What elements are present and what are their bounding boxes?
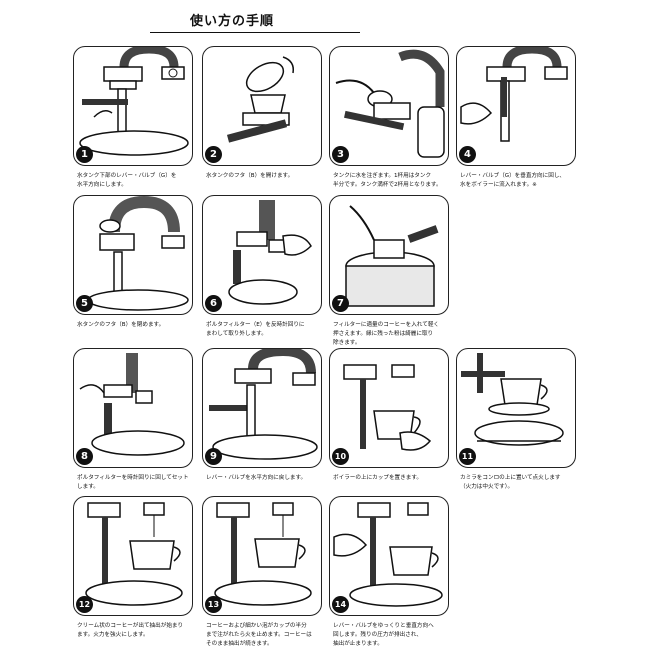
- close-lid-icon: [87, 196, 189, 311]
- machine-lever-horizontal-icon: [79, 47, 189, 156]
- attach-portafilter-icon: [79, 353, 185, 456]
- step-number-badge: 12: [76, 596, 93, 613]
- step-number-badge: 13: [205, 596, 222, 613]
- step-14: 14 レバー・バルブをゆっくりと垂直方向へ 回します。残りの圧力が排出され、 抽…: [329, 496, 449, 647]
- step-3-illustration: 3: [329, 46, 449, 166]
- step-2-caption: 水タンクのフタ（B）を開けます。: [206, 173, 294, 179]
- step-2-illustration: 2: [202, 46, 322, 166]
- step-number-badge: 3: [332, 146, 349, 163]
- step-number-badge: 14: [332, 596, 349, 613]
- step-number-badge: 5: [76, 295, 93, 312]
- step-6: 6 ポルタフィルター（E）を反時計回りに まわして取り外します。: [202, 195, 322, 337]
- step-12-illustration: 12: [73, 496, 193, 616]
- step-1-illustration: 1: [73, 46, 193, 166]
- step-12-caption: クリーム状のコーヒーが出て抽出が始まり ます。火力を強火にします。: [77, 623, 184, 638]
- step-5: 5 水タンクのフタ（B）を閉めます。: [73, 195, 193, 328]
- step-14-caption: レバー・バルブをゆっくりと垂直方向へ 回します。残りの圧力が排出され、 抽出が止…: [333, 623, 434, 647]
- step-number-badge: 9: [205, 448, 222, 465]
- step-11: 11 カミラをコンロの上に置いて点火します （火力は中火です）。: [456, 348, 576, 490]
- step-7: 7 フィルターに適量のコーヒーを入れて軽く 押さえます。縁に残った粉は綺麗に取り…: [329, 195, 449, 346]
- step-9-caption: レバー・バルブを水平方向に戻します。: [206, 475, 307, 481]
- step-5-illustration: 5: [73, 195, 193, 315]
- extraction-start-icon: [85, 502, 183, 606]
- step-8-caption: ポルタフィルターを時計回りに回してセット します。: [77, 475, 189, 490]
- step-4-caption: レバー・バルブ（G）を垂直方向に回し、 水をボイラーに流入れます。※: [460, 173, 566, 188]
- lever-release-icon: [333, 502, 443, 607]
- lever-vertical-icon: [460, 47, 568, 142]
- title-underline: [150, 32, 360, 33]
- open-lid-icon: [226, 56, 295, 143]
- step-5-caption: 水タンクのフタ（B）を閉めます。: [77, 322, 165, 328]
- step-1: 1 水タンク下部のレバー・バルブ（G）を 水平方向にします。: [73, 46, 193, 188]
- step-number-badge: 7: [332, 295, 349, 312]
- step-4-illustration: 4: [456, 46, 576, 166]
- step-number-badge: 1: [76, 146, 93, 163]
- step-number-badge: 4: [459, 146, 476, 163]
- step-13-caption: コーヒーおよび細かい泡がカップの半分 まで注がれたら火を止めます。コーヒーは そ…: [206, 623, 312, 647]
- step-9: 9 レバー・バルブを水平方向に戻します。: [202, 348, 322, 481]
- step-7-illustration: 7: [329, 195, 449, 315]
- step-11-caption: カミラをコンロの上に置いて点火します （火力は中火です）。: [460, 475, 561, 490]
- step-number-badge: 8: [76, 448, 93, 465]
- step-8-illustration: 8: [73, 348, 193, 468]
- step-14-illustration: 14: [329, 496, 449, 616]
- step-10-caption: ボイラーの上にカップを置きます。: [333, 475, 422, 481]
- step-7-caption: フィルターに適量のコーヒーを入れて軽く 押さえます。縁に残った粉は綺麗に取り 除…: [333, 322, 440, 346]
- step-13: 13 コーヒーおよび細かい泡がカップの半分 まで注がれたら火を止めます。コーヒー…: [202, 496, 322, 647]
- step-2: 2 水タンクのフタ（B）を開けます。: [202, 46, 322, 179]
- step-number-badge: 11: [459, 448, 476, 465]
- page-title: 使い方の手順: [190, 14, 275, 29]
- step-3-caption: タンクに水を注ぎます。1杯用はタンク 半分です。タンク満杯で2杯用となります。: [333, 173, 442, 188]
- remove-portafilter-icon: [228, 200, 312, 305]
- step-number-badge: 6: [205, 295, 222, 312]
- step-10: 10 ボイラーの上にカップを置きます。: [329, 348, 449, 481]
- lever-return-icon: [209, 349, 318, 460]
- step-11-illustration: 11: [456, 348, 576, 468]
- step-12: 12 クリーム状のコーヒーが出て抽出が始まり ます。火力を強火にします。: [73, 496, 193, 638]
- step-13-illustration: 13: [202, 496, 322, 616]
- step-number-badge: 10: [332, 448, 349, 465]
- step-3: 3 タンクに水を注ぎます。1杯用はタンク 半分です。タンク満杯で2杯用となります…: [329, 46, 449, 188]
- step-1-caption: 水タンク下部のレバー・バルブ（G）を 水平方向にします。: [77, 173, 177, 188]
- stove-ignite-icon: [461, 353, 564, 446]
- step-number-badge: 2: [205, 146, 222, 163]
- extraction-half-icon: [214, 502, 312, 606]
- step-10-illustration: 10: [329, 348, 449, 468]
- step-9-illustration: 9: [202, 348, 322, 468]
- step-6-caption: ポルタフィルター（E）を反時計回りに まわして取り外します。: [206, 322, 305, 337]
- pour-water-icon: [335, 49, 445, 158]
- place-cup-icon: [343, 364, 432, 451]
- step-8: 8 ポルタフィルターを時計回りに回してセット します。: [73, 348, 193, 490]
- step-6-illustration: 6: [202, 195, 322, 315]
- fill-coffee-icon: [345, 205, 439, 307]
- step-4: 4 レバー・バルブ（G）を垂直方向に回し、 水をボイラーに流入れます。※: [456, 46, 576, 188]
